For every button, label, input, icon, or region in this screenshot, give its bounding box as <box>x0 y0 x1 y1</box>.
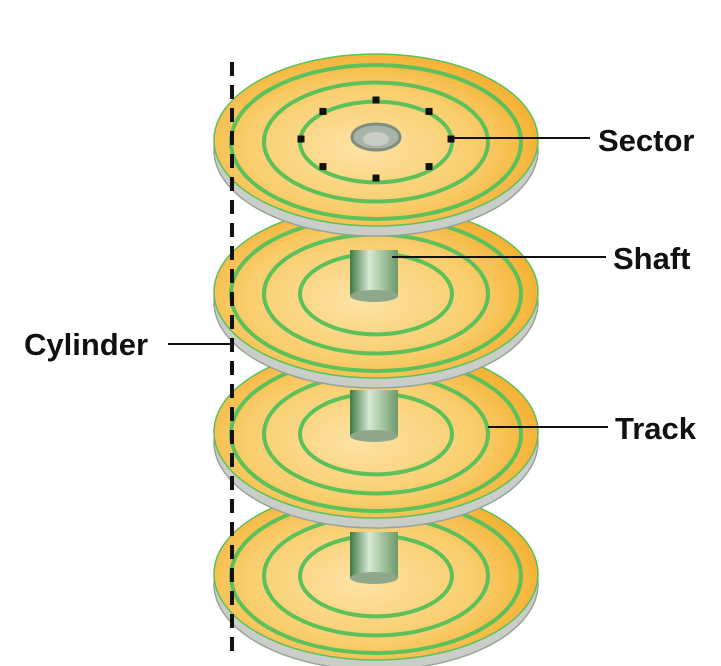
sector-dot <box>425 163 433 171</box>
sector-dot <box>372 96 380 104</box>
sector-dot <box>425 107 433 115</box>
sector-markers <box>297 96 455 182</box>
cylinder-label: Cylinder <box>24 327 148 362</box>
sector-dot <box>319 163 327 171</box>
sector-dot <box>319 107 327 115</box>
shaft-base <box>350 572 398 584</box>
shaft-base <box>350 290 398 302</box>
platter <box>213 53 539 237</box>
shaft-label: Shaft <box>613 241 691 276</box>
shaft <box>350 390 398 436</box>
sector-dot <box>372 174 380 182</box>
shaft <box>350 532 398 578</box>
sector-dot <box>447 135 455 143</box>
track-label: Track <box>615 411 697 446</box>
sector-label: Sector <box>598 123 694 158</box>
shaft <box>350 250 398 296</box>
spindle-center <box>363 132 389 146</box>
platter <box>213 487 539 666</box>
sector-dot <box>297 135 305 143</box>
shaft-base <box>350 430 398 442</box>
track-ring <box>262 80 490 204</box>
